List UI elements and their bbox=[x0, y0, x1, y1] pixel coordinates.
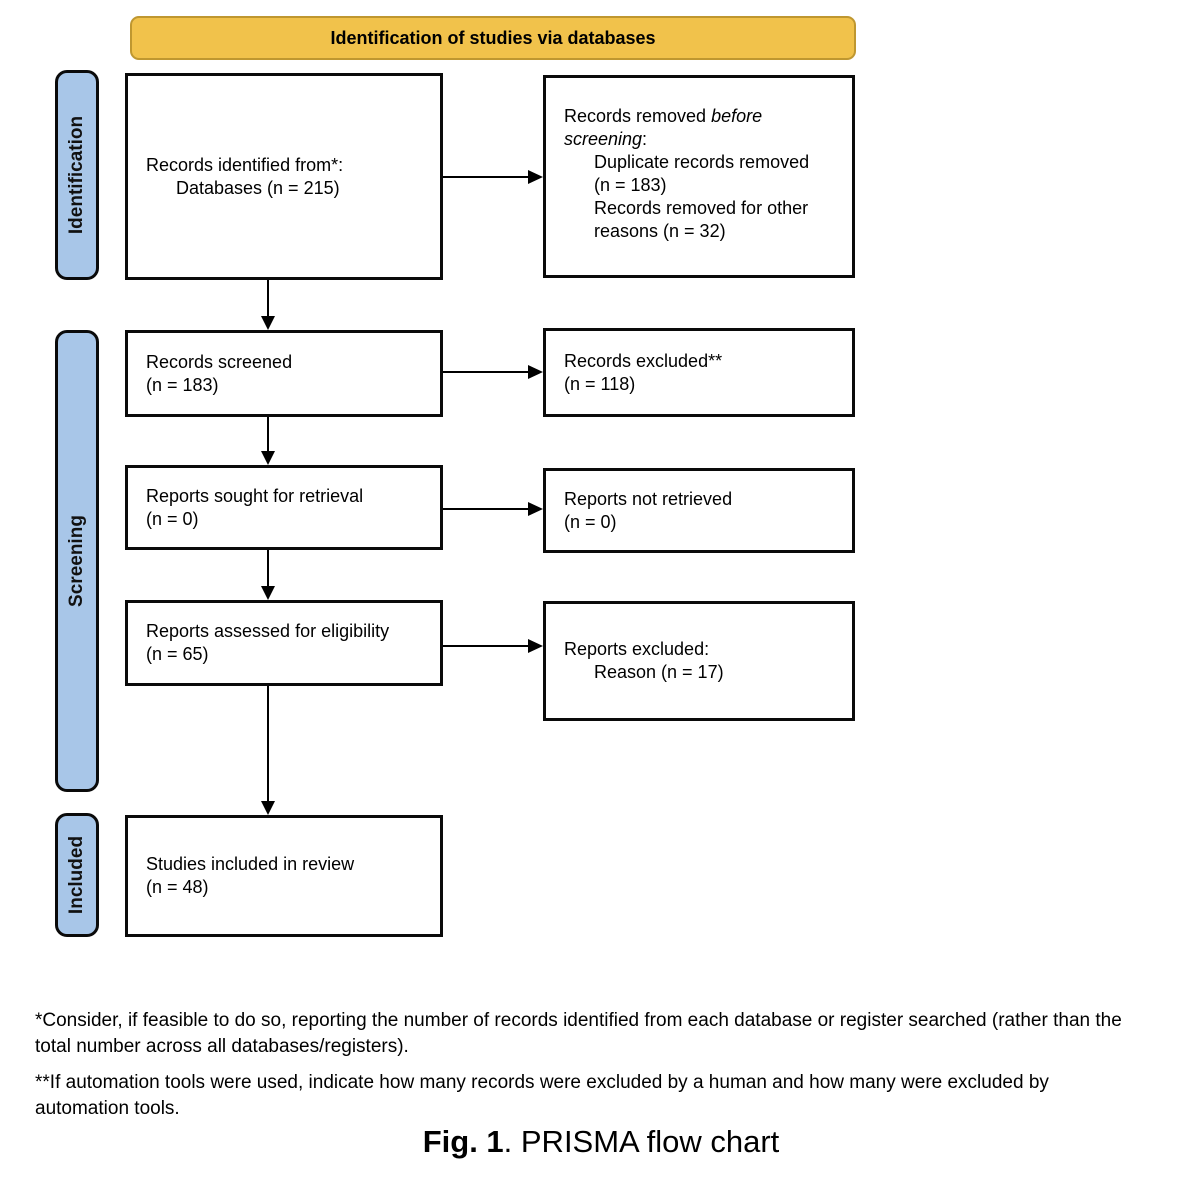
records-screened-line2: (n = 183) bbox=[146, 374, 219, 395]
box-records-screened: Records screened (n = 183) bbox=[125, 330, 443, 417]
stage-identification: Identification bbox=[55, 70, 99, 280]
studies-included-line1: Studies included in review bbox=[146, 854, 355, 874]
reports-not-retrieved-line1: Reports not retrieved bbox=[564, 488, 733, 509]
records-identified-line1: Records identified from*: bbox=[146, 154, 344, 175]
figure-caption: Fig. 1. PRISMA flow chart bbox=[0, 1124, 1202, 1160]
banner-identification-via-databases: Identification of studies via databases bbox=[130, 16, 856, 60]
stage-identification-label: Identification bbox=[66, 115, 88, 235]
box-studies-included: Studies included in review (n = 48) bbox=[125, 815, 443, 937]
stage-included: Included bbox=[55, 813, 99, 937]
records-excluded-line1: Records excluded** bbox=[564, 350, 723, 371]
records-removed-line2-italic: screening bbox=[564, 129, 643, 149]
records-removed-item1-line1: Duplicate records removed bbox=[594, 152, 810, 172]
footnote-double-asterisk: **If automation tools were used, indicat… bbox=[35, 1070, 1170, 1122]
records-removed-line1-italic: before bbox=[711, 106, 763, 126]
studies-included-line2: (n = 48) bbox=[146, 877, 209, 897]
reports-assessed-line1: Reports assessed for eligibility bbox=[146, 621, 390, 641]
records-removed-line2-normal: : bbox=[642, 129, 648, 149]
records-removed-item2-line1: Records removed for other bbox=[594, 198, 809, 218]
banner-label: Identification of studies via databases bbox=[330, 27, 656, 48]
stage-screening: Screening bbox=[55, 330, 99, 792]
records-removed-item2-line2: reasons (n = 32) bbox=[594, 221, 726, 241]
stage-included-label: Included bbox=[66, 835, 87, 915]
records-identified-line2: Databases (n = 215) bbox=[176, 177, 340, 198]
reports-sought-line1: Reports sought for retrieval bbox=[146, 485, 364, 506]
box-records-removed: Records removed before screening: Duplic… bbox=[543, 75, 855, 278]
footnote-asterisk-line1: *Consider, if feasible to do so, reporti… bbox=[35, 1010, 1122, 1031]
reports-assessed-line2: (n = 65) bbox=[146, 644, 209, 664]
box-records-excluded: Records excluded** (n = 118) bbox=[543, 328, 855, 417]
footnote-asterisk: *Consider, if feasible to do so, reporti… bbox=[35, 1008, 1170, 1060]
figure-caption-text: . PRISMA flow chart bbox=[503, 1124, 780, 1159]
stage-screening-label: Screening bbox=[66, 515, 87, 607]
footnote-double-asterisk-line2: automation tools. bbox=[35, 1098, 180, 1119]
footnote-double-asterisk-line1: **If automation tools were used, indicat… bbox=[35, 1072, 1049, 1093]
reports-not-retrieved-line2: (n = 0) bbox=[564, 511, 617, 532]
records-screened-line1: Records screened bbox=[146, 351, 293, 372]
reports-sought-line2: (n = 0) bbox=[146, 508, 199, 529]
box-reports-excluded: Reports excluded: Reason (n = 17) bbox=[543, 601, 855, 721]
box-reports-assessed: Reports assessed for eligibility (n = 65… bbox=[125, 600, 443, 686]
box-records-identified: Records identified from*: Databases (n =… bbox=[125, 73, 443, 280]
records-excluded-line2: (n = 118) bbox=[564, 373, 636, 394]
figure-caption-number: Fig. 1 bbox=[422, 1124, 504, 1159]
reports-excluded-line2: Reason (n = 17) bbox=[594, 662, 724, 682]
records-removed-item1-line2: (n = 183) bbox=[594, 175, 667, 195]
records-removed-line1-normal: Records removed bbox=[564, 106, 712, 126]
reports-excluded-line1: Reports excluded: bbox=[564, 639, 710, 659]
box-reports-sought: Reports sought for retrieval (n = 0) bbox=[125, 465, 443, 550]
box-reports-not-retrieved: Reports not retrieved (n = 0) bbox=[543, 468, 855, 553]
footnote-asterisk-line2: total number across all databases/regist… bbox=[35, 1036, 409, 1057]
records-removed-line1: Records removed before bbox=[564, 105, 844, 128]
records-removed-line2: screening: bbox=[564, 128, 844, 151]
